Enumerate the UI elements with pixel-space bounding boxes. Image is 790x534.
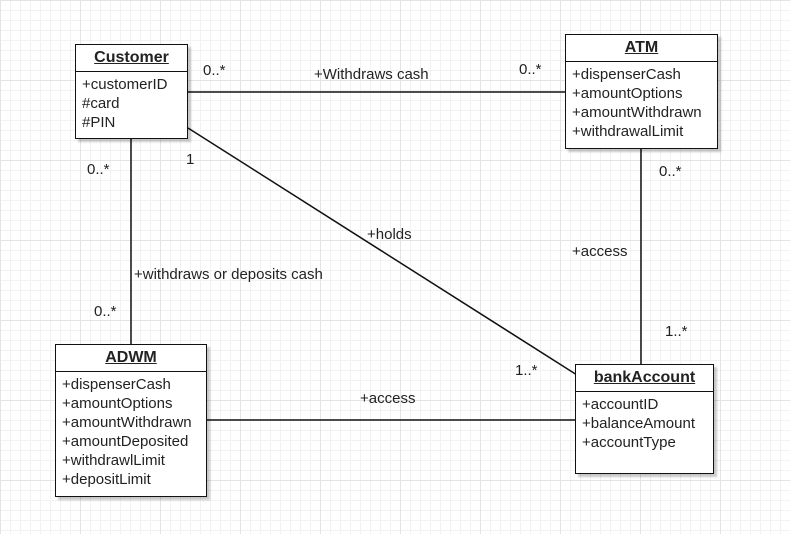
association-label-holds: +holds [367, 226, 412, 243]
multiplicity-customer-adwm-target: 0..* [94, 303, 117, 320]
attribute: +accountType [582, 434, 676, 451]
multiplicity-customer-bank-source: 1 [186, 151, 195, 168]
attribute: +dispenserCash [62, 376, 171, 393]
attribute: +amountDeposited [62, 433, 189, 450]
attribute: +depositLimit [62, 471, 151, 488]
multiplicity-customer-atm-target: 0..* [519, 61, 542, 78]
attribute: +balanceAmount [582, 415, 695, 432]
class-atm-name: ATM [566, 35, 717, 62]
class-bank-account[interactable]: bankAccount +accountID +balanceAmount +a… [575, 364, 714, 474]
multiplicity-customer-bank-target: 1..* [515, 362, 538, 379]
class-bank-account-name: bankAccount [576, 365, 713, 392]
attribute: +amountWithdrawn [572, 104, 702, 121]
line-customer-bank[interactable] [187, 127, 578, 376]
attribute: +amountOptions [62, 395, 173, 412]
multiplicity-atm-bank-target: 1..* [665, 323, 688, 340]
attribute: +withdrawlLimit [62, 452, 165, 469]
class-adwm-name: ADWM [56, 345, 206, 372]
class-adwm-attributes: +dispenserCash +amountOptions +amountWit… [56, 372, 206, 492]
multiplicity-customer-atm-source: 0..* [203, 62, 226, 79]
association-label-atm-access: +access [572, 243, 628, 260]
attribute: +withdrawalLimit [572, 123, 684, 140]
attribute: +accountID [582, 396, 659, 413]
class-customer-attributes: +customerID #card #PIN [76, 72, 187, 135]
class-atm[interactable]: ATM +dispenserCash +amountOptions +amoun… [565, 34, 718, 149]
class-customer[interactable]: Customer +customerID #card #PIN [75, 44, 188, 139]
class-adwm[interactable]: ADWM +dispenserCash +amountOptions +amou… [55, 344, 207, 497]
attribute: #PIN [82, 114, 116, 131]
attribute: +customerID [82, 76, 168, 93]
class-bank-account-attributes: +accountID +balanceAmount +accountType [576, 392, 713, 455]
class-atm-attributes: +dispenserCash +amountOptions +amountWit… [566, 62, 717, 144]
attribute: +amountOptions [572, 85, 683, 102]
class-customer-name: Customer [76, 45, 187, 72]
association-label-withdraws-or-deposits-cash: +withdraws or deposits cash [134, 266, 323, 283]
association-label-adwm-access: +access [360, 390, 416, 407]
attribute: +dispenserCash [572, 66, 681, 83]
attribute: #card [82, 95, 120, 112]
association-label-withdraws-cash: +Withdraws cash [314, 66, 429, 83]
attribute: +amountWithdrawn [62, 414, 192, 431]
multiplicity-atm-bank-source: 0..* [659, 163, 682, 180]
multiplicity-customer-adwm-source: 0..* [87, 161, 110, 178]
